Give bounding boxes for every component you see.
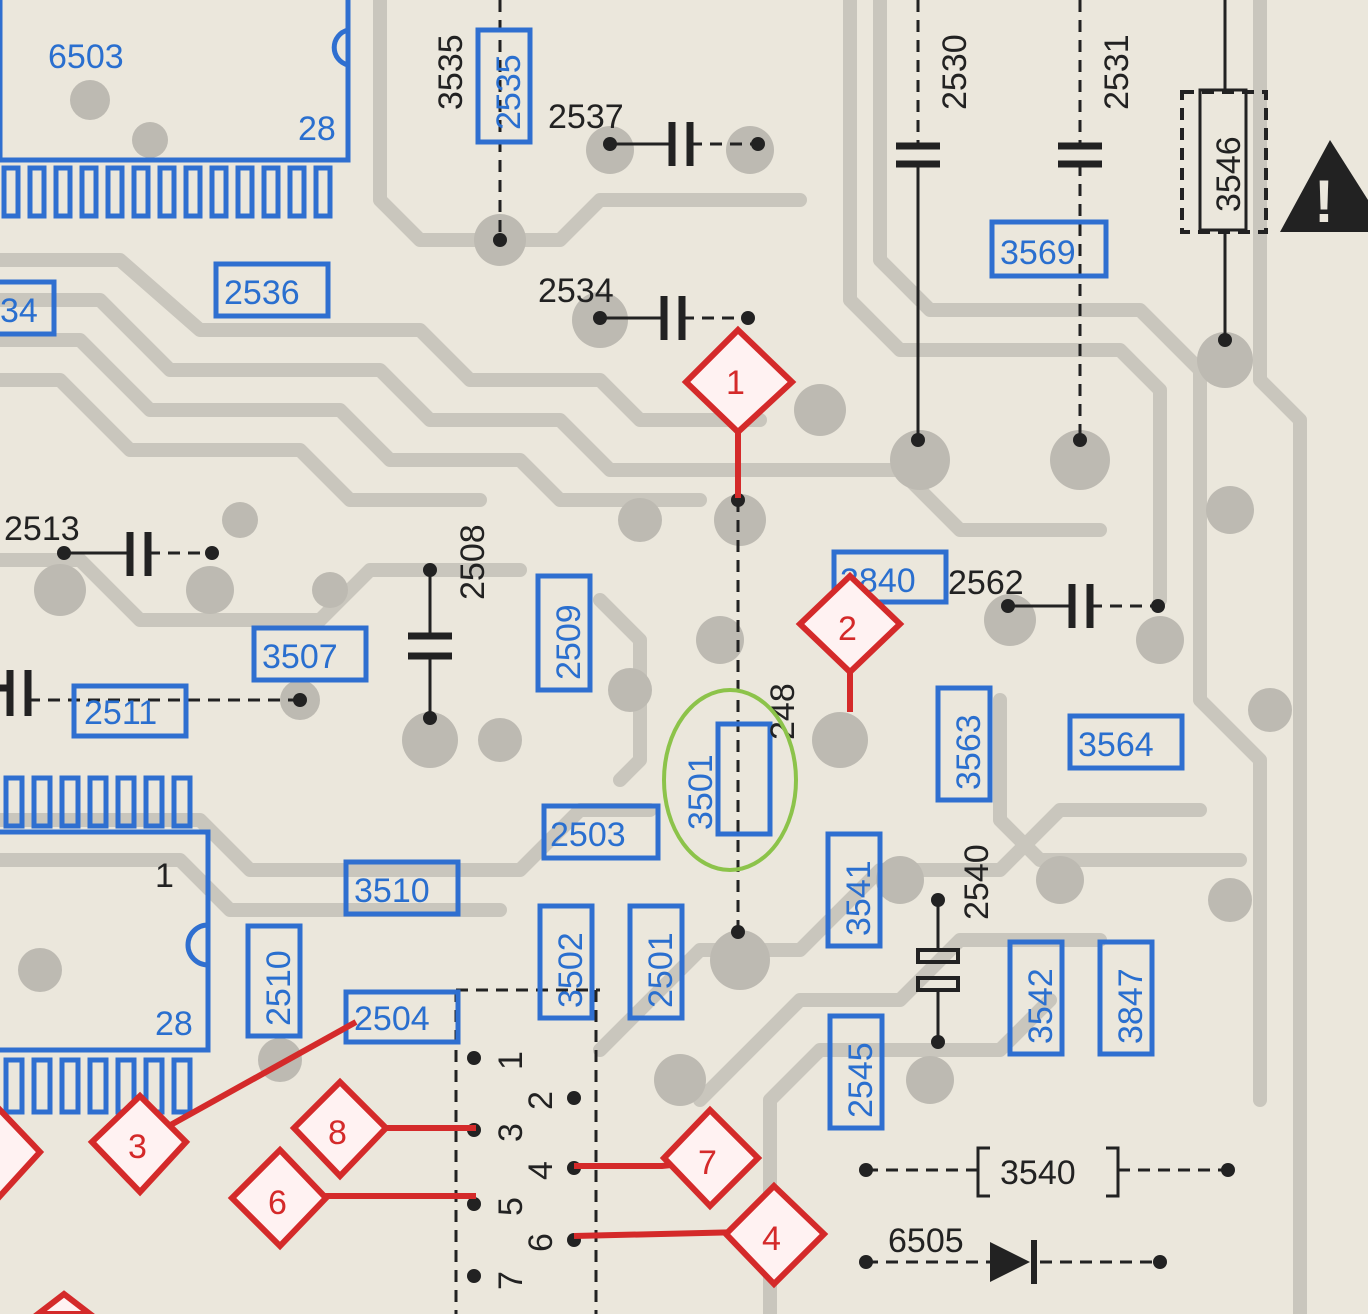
ic-6503-pin-28: 28	[298, 110, 336, 148]
connector-pin-2: 2	[522, 1091, 560, 1110]
ic-lower-bottom-pins	[3, 1057, 193, 1115]
capacitor-2545-label: 2545	[842, 1042, 880, 1118]
resistor-3540: 3540	[859, 1146, 1235, 1198]
capacitor-2504-label: 2504	[354, 1000, 430, 1038]
connector-pin-3: 3	[492, 1123, 530, 1142]
net-center-vertical: 3501 248	[682, 493, 802, 939]
capacitor-2531: 2531	[1058, 0, 1136, 447]
capacitor-2513-label: 2513	[4, 510, 80, 548]
resistor-3847-label: 3847	[1112, 968, 1150, 1044]
resistor-3502-label: 3502	[552, 932, 590, 1008]
resistor-3546-label: 3546	[1210, 136, 1248, 212]
blue-components: 2535 3569 2536 34 2509 3507 2511 3840 35…	[0, 27, 1185, 1131]
test-point-partial-bottom	[33, 1290, 95, 1314]
capacitor-2513: 2513	[4, 510, 219, 576]
capacitor-2530: 2530	[896, 0, 974, 447]
test-point-8: 8	[289, 1077, 391, 1181]
ic-6503: 6503 28	[0, 0, 351, 219]
test-point-1-label: 1	[726, 364, 745, 402]
test-point-2: 2	[795, 571, 905, 677]
capacitor-2501-label: 2501	[642, 932, 680, 1008]
capacitor-2503-label: 2503	[550, 816, 626, 854]
capacitor-2509-label: 2509	[550, 604, 588, 680]
warning-triangle-icon: !	[1280, 140, 1368, 235]
resistor-3501-label: 3501	[682, 754, 720, 830]
test-point-2-label: 2	[838, 610, 857, 648]
capacitor-2537-label: 2537	[548, 98, 624, 136]
resistor-3542-label: 3542	[1022, 968, 1060, 1044]
connector-pin-4: 4	[522, 1161, 560, 1180]
resistor-3569-label: 3569	[1000, 234, 1076, 272]
test-point-7: 7	[659, 1105, 763, 1211]
connector-pin-7: 7	[492, 1271, 530, 1290]
resistor-3541-label: 3541	[840, 860, 878, 936]
ic-lower-pin-28: 28	[155, 1005, 193, 1043]
resistor-34-label: 34	[0, 292, 38, 330]
diode-6505-label: 6505	[888, 1222, 964, 1260]
svg-text:!: !	[1314, 168, 1334, 235]
test-point-4: 4	[721, 1181, 829, 1289]
ic-lower-top-pins	[3, 775, 193, 829]
resistor-3564-label: 3564	[1078, 726, 1154, 764]
capacitor-2535-label: 2535	[490, 54, 528, 130]
capacitor-2511-label: 2511	[84, 694, 157, 732]
test-point-7-label: 7	[698, 1144, 717, 1182]
capacitor-2531-label: 2531	[1098, 34, 1136, 110]
capacitor-2536-label: 2536	[224, 274, 300, 312]
capacitor-2508-label: 2508	[454, 524, 492, 600]
copper-traces	[0, 0, 1307, 1314]
connector-pin-1: 1	[492, 1051, 530, 1070]
test-point-3-label: 3	[128, 1128, 147, 1166]
capacitor-2537: 2537	[548, 98, 765, 166]
ic-lower-left: 1 28	[0, 775, 211, 1115]
capacitor-2508: 2508	[408, 524, 492, 725]
connector-pin-6: 6	[522, 1233, 560, 1252]
resistor-3540-label: 3540	[1000, 1154, 1076, 1192]
ic-lower-pin-1: 1	[155, 857, 174, 895]
capacitor-2530-label: 2530	[936, 34, 974, 110]
test-point-6-label: 6	[268, 1184, 287, 1222]
capacitor-2540-label: 2540	[958, 844, 996, 920]
capacitor-2534-label: 2534	[538, 272, 614, 310]
capacitor-2562: 2562	[948, 564, 1165, 628]
highlight-ellipse	[662, 688, 798, 872]
ic-6503-ref: 6503	[48, 38, 124, 76]
connector: 1 2 3 4 5 6 7	[454, 988, 600, 1314]
capacitor-2510-label: 2510	[260, 950, 298, 1026]
diode-6505: 6505	[859, 1222, 1167, 1284]
capacitor-2534: 2534	[538, 272, 755, 340]
resistor-3507-label: 3507	[262, 638, 338, 676]
capacitor-248-label: 248	[764, 683, 802, 740]
resistor-3535-label: 3535	[432, 34, 470, 110]
test-point-6: 6	[227, 1145, 331, 1251]
resistor-3563-label: 3563	[950, 714, 988, 790]
capacitor-2540: 2540	[916, 844, 996, 1049]
test-point-1: 1	[681, 325, 797, 437]
resistor-3510-label: 3510	[354, 872, 430, 910]
capacitor-2562-label: 2562	[948, 564, 1024, 602]
test-point-partial-left	[0, 1105, 45, 1201]
ic-6503-pins	[1, 165, 333, 219]
test-point-8-label: 8	[328, 1114, 347, 1152]
test-point-4-label: 4	[762, 1220, 781, 1258]
test-point-3: 3	[87, 1091, 191, 1197]
connector-pin-5: 5	[492, 1197, 530, 1216]
resistor-3535: 3535	[432, 0, 507, 247]
resistor-3546: 3546	[1180, 0, 1268, 347]
